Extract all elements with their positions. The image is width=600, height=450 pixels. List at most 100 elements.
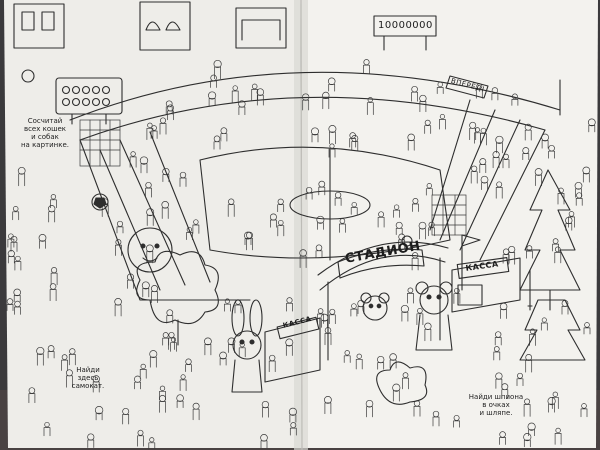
spectator-body [302, 99, 310, 111]
spectator-head [180, 374, 186, 380]
spectator-body [500, 309, 507, 319]
spectator-body [389, 359, 397, 369]
spectator-body [148, 442, 156, 450]
spectator-head [365, 399, 374, 408]
spectator-body [552, 243, 559, 252]
spectator-head [12, 206, 19, 212]
find-spy-caption: Найди шпиона в очках и шляпе. [468, 393, 524, 418]
spectator-head [244, 231, 252, 240]
spectator-body [185, 364, 192, 372]
stadium-stands [69, 71, 561, 301]
spectator-body [214, 66, 221, 80]
spectator-body [127, 279, 134, 289]
find-scooter-caption: Найди здесь самокат. [71, 366, 105, 391]
spectator-body [234, 304, 242, 314]
spectator-head [176, 394, 184, 402]
spectator-head [329, 308, 336, 315]
spectator-body [541, 140, 549, 149]
spectator-body [492, 157, 500, 169]
spectator-head [130, 151, 136, 157]
spectator-body [150, 130, 158, 139]
spectator-body [162, 337, 170, 346]
flagpoles [461, 79, 561, 311]
spectator-body [524, 129, 532, 141]
spectator-body [219, 358, 227, 366]
spectator-body [170, 342, 177, 352]
spectator-head [141, 281, 150, 290]
spectator-body [349, 138, 357, 148]
spectator-head [115, 239, 122, 246]
spectator-head [584, 322, 590, 328]
spectator-head [329, 143, 335, 149]
spectator-body [355, 358, 363, 370]
spectator-body [551, 396, 559, 409]
spectator-head [219, 351, 227, 360]
spectator-body [159, 123, 167, 135]
spectator-body [413, 406, 421, 417]
spectator-head [290, 422, 297, 429]
spectator-body [129, 156, 137, 168]
spectator-body [146, 214, 154, 226]
spectator-head [299, 249, 307, 257]
spectator-body [224, 303, 231, 312]
spectator-head [204, 337, 212, 346]
spectator-head [503, 153, 509, 160]
spectator-body [575, 188, 582, 198]
spectator-head [193, 219, 199, 225]
spectator-head [316, 215, 325, 224]
spectator-body [167, 110, 174, 121]
spectator-body [439, 119, 446, 130]
bear-mascot-2 [360, 292, 390, 321]
spectator-head [582, 166, 591, 175]
goal-nets [79, 119, 467, 236]
spectator-body [161, 207, 169, 219]
spectator-body [554, 433, 562, 445]
spectator-head [541, 317, 547, 323]
spectator-body [561, 306, 569, 315]
spectator-body [317, 222, 324, 230]
stadium-sign-frame [337, 248, 425, 279]
spectator-head [512, 93, 518, 100]
spectator-body [115, 244, 122, 256]
spectator-head [527, 422, 536, 431]
spectator-body [575, 198, 583, 206]
spectator-head [568, 211, 575, 217]
spectator-body [495, 187, 503, 199]
spectator-body [238, 347, 246, 358]
spectator-body [554, 252, 562, 264]
spectator-body [499, 437, 506, 445]
spectator-body [402, 377, 409, 390]
spectator-head [495, 135, 504, 144]
spectator-body [213, 141, 221, 150]
banner-forward-frame [445, 75, 489, 99]
spectator-head [407, 133, 415, 142]
spectator-body [494, 337, 502, 346]
spectator-head [146, 208, 155, 217]
spectator-body [480, 133, 487, 146]
spectator-body [122, 414, 130, 425]
spectator-head [393, 204, 400, 210]
spectator-body [13, 295, 21, 303]
spectator-body [522, 153, 530, 161]
spectator-head [351, 303, 357, 309]
spectator-body [49, 289, 57, 302]
spectator-body [343, 355, 351, 363]
spectator-head [213, 59, 222, 69]
spectator-body [289, 427, 297, 436]
spectator-body [432, 416, 440, 427]
spectator-body [227, 204, 235, 217]
spectator-body [39, 240, 46, 249]
spectator-body [493, 351, 501, 361]
spectator-head [327, 77, 336, 86]
spectator-head [454, 287, 460, 294]
spectator-body [583, 327, 591, 335]
spectator-body [208, 98, 216, 107]
spectator-body [395, 227, 403, 235]
spectator-body [540, 322, 548, 331]
spectator-body [470, 171, 478, 184]
spectator-body [210, 80, 217, 88]
spectator-body [366, 406, 373, 418]
spectator-body [377, 216, 385, 228]
spectator-body [401, 311, 409, 322]
